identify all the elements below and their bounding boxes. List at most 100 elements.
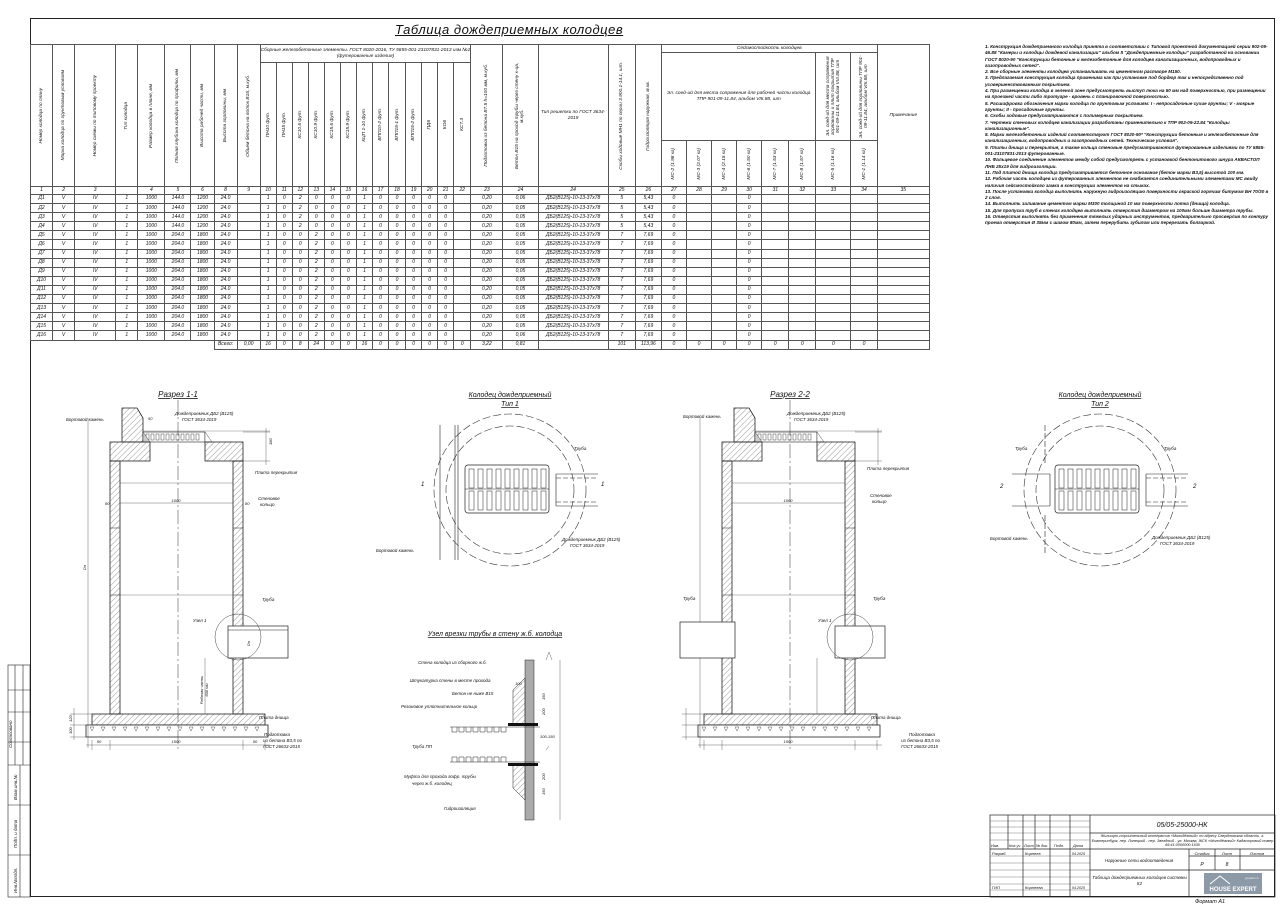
label-node-ring: Резиновое уплотнительное кольцо — [401, 704, 478, 709]
header-cell: Высота рабочей части, мм — [190, 44, 215, 187]
label-node-concrete: Бетон не ниже В15 — [452, 691, 494, 696]
header-cell: Эл. соед-ий для горловины ТПР 901-09-11.… — [850, 52, 878, 141]
section-mark-1: 1 — [421, 482, 424, 488]
table-cell — [876, 294, 931, 305]
table-cell: 0 — [736, 266, 763, 277]
table-cell: IV — [74, 266, 117, 277]
table-cell: 204.0 — [164, 321, 192, 332]
section-2-2-title: Разрез 2-2 — [770, 390, 810, 399]
table-cell — [453, 303, 472, 314]
table-cell: 0 — [371, 248, 390, 259]
table-cell — [876, 284, 931, 296]
object-address: Жилищно-строительный кооператив «Молодёж… — [1091, 834, 1274, 848]
note-item: 8. Марки железобетонных изделий соответс… — [985, 132, 1259, 144]
label-node-1: Узел 1 — [818, 618, 832, 623]
dim-200: 200 — [541, 708, 546, 716]
table-cell: IV — [74, 312, 117, 323]
dim-1000: 1000 — [172, 498, 182, 503]
section-name: Наружные сети водоотведения — [1105, 858, 1174, 863]
sheet-value: 8 — [1226, 862, 1229, 868]
header-cell: Скобы ходовые МН1 по серии 3.900.1-14.1,… — [607, 44, 636, 187]
section-mark-2: 2 — [1192, 484, 1197, 490]
col-sign: Подп. — [1054, 844, 1064, 848]
note-item: 16. Отверстия выполнять без применения т… — [985, 214, 1269, 226]
title-block: 05/05-25000-НК Жилищно-строительный кооп… — [989, 814, 1276, 905]
dim-50: 50 — [253, 739, 258, 744]
table-cell: IV — [74, 257, 117, 268]
dim-200: 200 — [541, 773, 546, 781]
table-cell: IV — [74, 330, 117, 341]
total-cell — [537, 339, 609, 350]
plan-type-2: Колодец дождеприемный Тип 2 2 2 Труба Тр… — [990, 391, 1211, 567]
table-cell: 204.0 — [164, 294, 192, 305]
header-cell: Эл. соед-ий для места сопряжения горлови… — [815, 52, 852, 141]
drawing-frame — [30, 18, 1275, 897]
dim-100-150: 100-150 — [540, 734, 555, 739]
stamp-inv-original: Инв.№подл. — [13, 868, 18, 893]
label-node-sleeve-2: через ж.б. колодец — [412, 781, 452, 786]
table-cell — [453, 275, 472, 286]
label-curb: Бортовой камень — [376, 547, 414, 553]
table-cell: IV — [74, 275, 117, 286]
name-chief-engineer: Корнеева — [1025, 885, 1043, 890]
table-cell — [876, 312, 931, 323]
note-item: 1. Конструкция дождеприемного колодца пр… — [985, 44, 1268, 68]
table-cell: 0 — [736, 294, 763, 305]
table-cell: 204.0 — [164, 312, 192, 323]
sheets-header: Листов — [1249, 851, 1265, 856]
label-pipe: Труба — [1164, 446, 1177, 451]
node-title: Узел врезки трубы в стену ж.б. колодца — [427, 630, 563, 638]
table-cell: 0 — [371, 257, 390, 268]
dim-height: Dн — [82, 564, 87, 570]
table-cell: 204.0 — [164, 330, 192, 341]
table-cell: 0 — [736, 284, 763, 296]
table-cell — [876, 248, 931, 259]
table-cell: 0 — [371, 266, 390, 277]
name-developer: Корнеев — [1025, 851, 1041, 856]
logo-text: HOUSE EXPERT — [1209, 887, 1256, 893]
document-code: 05/05-25000-НК — [1157, 822, 1209, 829]
label-node-plaster: Штукатурка стены в месте прохода — [410, 678, 491, 683]
note-item: 12. Рабочая часть колодцев из футерованн… — [985, 176, 1258, 188]
table-cell: 0 — [371, 330, 390, 341]
col-doc-no: № док. — [1036, 844, 1048, 848]
side-stamp — [7, 664, 31, 898]
header-cell-mc: МС-3 (2.07 кг) — [685, 140, 713, 187]
sheet-format: Формат А1 — [1195, 899, 1225, 905]
dim-1000: 1000 — [784, 498, 794, 503]
total-cell: 0 — [736, 339, 763, 350]
col-qty: Кол.уч — [1009, 844, 1020, 848]
role-developer: Разраб. — [992, 851, 1006, 856]
header-cell: Тип решетки по ГОСТ 3634-2019 — [537, 44, 609, 187]
label-cover-slab: Плита перекрытия — [255, 470, 298, 475]
label-wall-ring-2: кольцо — [260, 502, 275, 507]
plan-type-2-title: Колодец дождеприемный — [1059, 391, 1142, 399]
col-date: Дата — [1072, 844, 1083, 848]
label-inlet: Дождеприемник ДБ2 (В125) — [1151, 535, 1211, 540]
label-inlet-gost: ГОСТ 3634-2019 — [794, 417, 829, 422]
label-node-pipe: Труба ПП — [412, 744, 433, 749]
label-inlet: Дождеприемник ДБ2 (В125) — [174, 411, 234, 416]
table-cell — [453, 266, 472, 277]
dim-pipe-diameter: Dн — [246, 640, 251, 646]
table-cell: ДБ2(В125)-10-13-37х78 — [537, 303, 609, 314]
note-item: 13. После установки колодца выполнить на… — [985, 188, 1269, 201]
table-cell: 0 — [736, 321, 763, 332]
label-curb: Бортовой камень — [683, 413, 721, 419]
label-curb: Бортовой камень — [66, 416, 104, 422]
plan-type-1: Колодец дождеприемный Тип 1 1 1 Труба Бо… — [376, 391, 621, 567]
header-cell: Примечание — [876, 44, 931, 187]
sheet-title: Таблица дождеприемных колодцев — [395, 22, 624, 37]
table-cell — [876, 275, 931, 286]
wells-table: Номер колодца по плану Марка колодца по … — [29, 44, 931, 350]
table-cell: 0 — [736, 248, 763, 259]
well-section-geometry — [681, 399, 883, 753]
